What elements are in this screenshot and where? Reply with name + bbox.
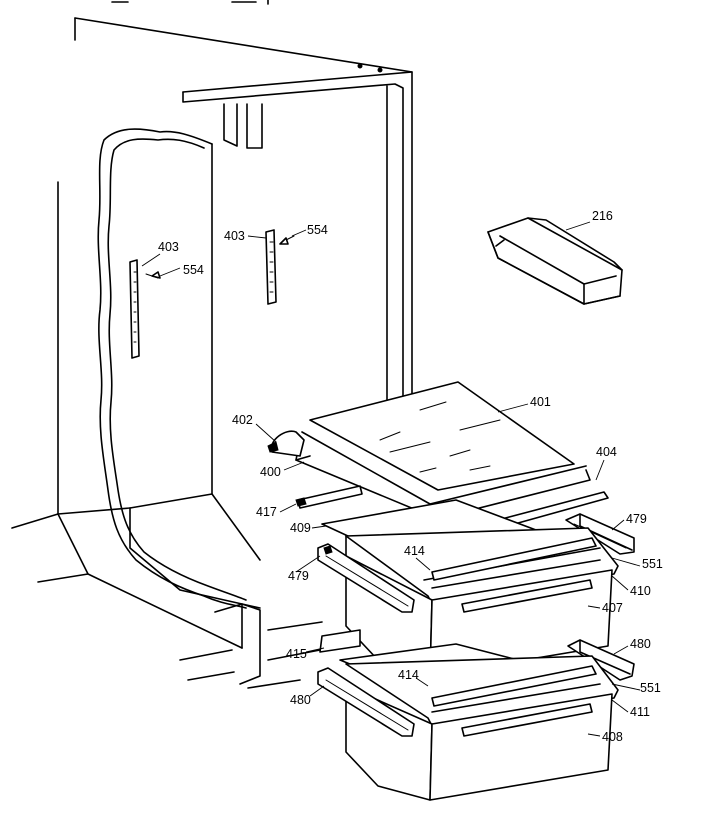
label-479-left: 479	[288, 569, 309, 583]
shelf-support-middle	[265, 229, 295, 305]
rail-417	[295, 485, 363, 509]
rail-479-left	[317, 543, 415, 613]
label-411: 411	[630, 705, 650, 719]
label-400: 400	[260, 465, 281, 479]
label-554-left: 554	[183, 263, 204, 277]
rail-480-left	[317, 667, 415, 737]
label-479-right: 479	[626, 512, 647, 526]
label-551-upper: 551	[642, 557, 663, 571]
label-554-mid: 554	[307, 223, 328, 237]
label-480-right: 480	[630, 637, 651, 651]
label-403-left: 403	[158, 240, 179, 254]
shelf-support-left	[129, 259, 161, 359]
door-bin-216	[487, 217, 623, 305]
label-407: 407	[602, 601, 623, 615]
label-403-mid: 403	[224, 229, 245, 243]
label-410: 410	[630, 584, 651, 598]
label-480-left: 480	[290, 693, 311, 707]
label-417: 417	[256, 505, 277, 519]
label-402: 402	[232, 413, 253, 427]
label-404: 404	[596, 445, 617, 459]
leader-lines	[141, 221, 641, 737]
label-414-upper: 414	[404, 544, 425, 558]
label-551-lower: 551	[640, 681, 661, 695]
label-408: 408	[602, 730, 623, 744]
label-414-lower: 414	[398, 668, 419, 682]
label-401: 401	[530, 395, 551, 409]
crisper-drawer-408	[345, 655, 619, 801]
callout-labels: 216 401 402 400 403 554 403 554 404 417 …	[158, 209, 663, 744]
top-edge-marks	[111, 0, 269, 5]
label-216: 216	[592, 209, 613, 223]
label-409: 409	[290, 521, 311, 535]
refrigerator-cabinet	[11, 17, 413, 689]
glass-shelf-401	[309, 381, 575, 491]
label-415: 415	[286, 647, 307, 661]
